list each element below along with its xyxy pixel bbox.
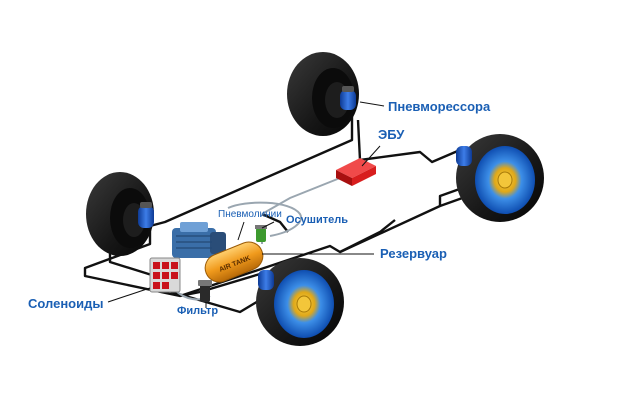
wheel-rear-right — [456, 134, 544, 222]
label-filter: Фильтр — [177, 305, 219, 317]
gray-line-loop — [227, 201, 303, 237]
air-spring-rear-right — [456, 146, 472, 166]
label-dryer: Осушитель — [286, 214, 348, 226]
wheel-front-right — [256, 258, 344, 346]
air-tank: AIR TANK — [204, 241, 264, 283]
ecu-box — [336, 158, 376, 186]
line-rear-left-to-rear-right — [149, 108, 354, 228]
label-air-lines: Пневмолинии — [218, 209, 282, 220]
line-center-link — [339, 219, 396, 254]
line-rear-right-to-front-right — [356, 119, 461, 164]
air-spring-front-right — [258, 270, 274, 290]
solenoid-block — [149, 257, 181, 293]
dryer — [255, 225, 267, 242]
label-ecu: ЭБУ — [378, 127, 405, 142]
label-air-springs: Пневморессора — [388, 99, 491, 114]
line-solenoid-to-front — [164, 288, 261, 314]
rim-center — [296, 295, 312, 313]
leader-lines — [107, 101, 385, 308]
label-reservoir: Резервуар — [380, 246, 447, 261]
rim-center — [497, 171, 513, 189]
filter — [198, 280, 212, 302]
line-to-air-spring-front-left — [261, 212, 289, 233]
air-spring-rear-left — [340, 86, 356, 110]
label-solenoids: Соленоиды — [28, 296, 104, 311]
gray-line-ecu — [261, 177, 341, 215]
wheel-front-left — [86, 172, 154, 256]
air-spring-front-left — [138, 202, 154, 228]
compressor — [172, 222, 226, 258]
